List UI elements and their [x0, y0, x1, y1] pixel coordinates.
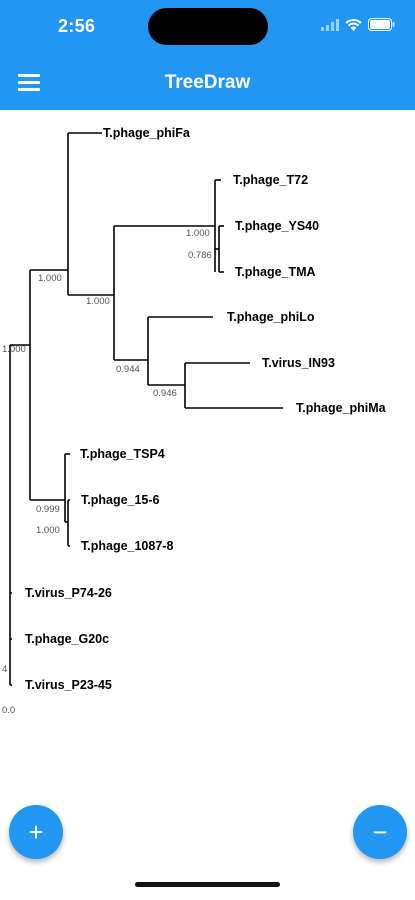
minus-icon: − [372, 817, 388, 847]
tree-branches [9, 132, 283, 686]
home-indicator [135, 882, 280, 887]
plus-icon: + [28, 817, 44, 847]
support-value: 1.000 [38, 273, 62, 284]
support-value: 0.786 [188, 250, 212, 261]
leaf-label[interactable]: T.phage_G20c [25, 632, 109, 646]
leaf-label[interactable]: T.phage_phiFa [103, 126, 191, 140]
support-value: 4 [2, 664, 7, 675]
leaf-label[interactable]: T.phage_1087-8 [81, 539, 173, 553]
app-header: 2:56 TreeDraw [0, 0, 415, 110]
leaf-label[interactable]: T.virus_P74-26 [25, 586, 112, 600]
leaf-label[interactable]: T.phage_phiMa [296, 401, 387, 415]
hamburger-menu-icon [18, 74, 40, 77]
battery-icon [368, 18, 395, 31]
app-title: TreeDraw [164, 72, 251, 93]
leaf-label[interactable]: T.phage_TMA [235, 265, 316, 279]
camera-notch [148, 8, 268, 45]
support-value: 0.999 [36, 504, 60, 515]
zoom-out-button[interactable]: − [353, 805, 407, 859]
support-value: 1.000 [36, 525, 60, 536]
leaf-label[interactable]: T.virus_IN93 [262, 356, 335, 370]
phylogenetic-tree[interactable]: T.phage_phiFaT.phage_T72T.phage_YS40T.ph… [0, 110, 415, 730]
support-value: 0.944 [116, 364, 140, 375]
signal-icon [321, 18, 339, 31]
leaf-label[interactable]: T.phage_phiLo [227, 310, 315, 324]
wifi-icon [345, 18, 362, 31]
support-value: 1.000 [2, 344, 26, 355]
support-value: 0.946 [153, 388, 177, 399]
leaf-label[interactable]: T.phage_YS40 [235, 219, 319, 233]
support-value: 1.000 [186, 228, 210, 239]
status-icons [321, 18, 395, 31]
zoom-in-button[interactable]: + [9, 805, 63, 859]
status-time: 2:56 [58, 16, 96, 36]
support-value: 0.0 [2, 705, 15, 716]
menu-button[interactable] [18, 74, 40, 92]
leaf-label[interactable]: T.phage_T72 [233, 173, 308, 187]
leaf-label[interactable]: T.phage_15-6 [81, 493, 160, 507]
leaf-label[interactable]: T.phage_TSP4 [80, 447, 165, 461]
leaf-label[interactable]: T.virus_P23-45 [25, 678, 112, 692]
support-value: 1.000 [86, 296, 110, 307]
